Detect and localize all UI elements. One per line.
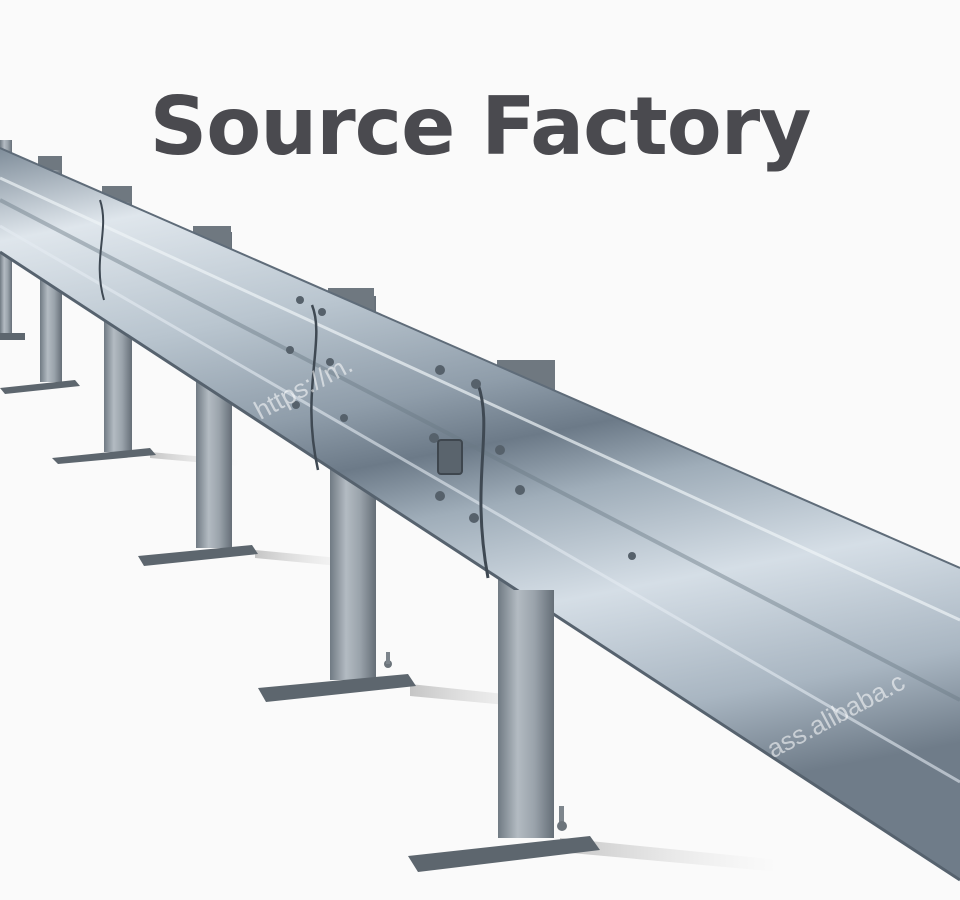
headline-source-factory: Source Factory xyxy=(149,80,812,173)
post-6-front xyxy=(498,590,554,838)
guardrail-beam xyxy=(0,147,960,882)
